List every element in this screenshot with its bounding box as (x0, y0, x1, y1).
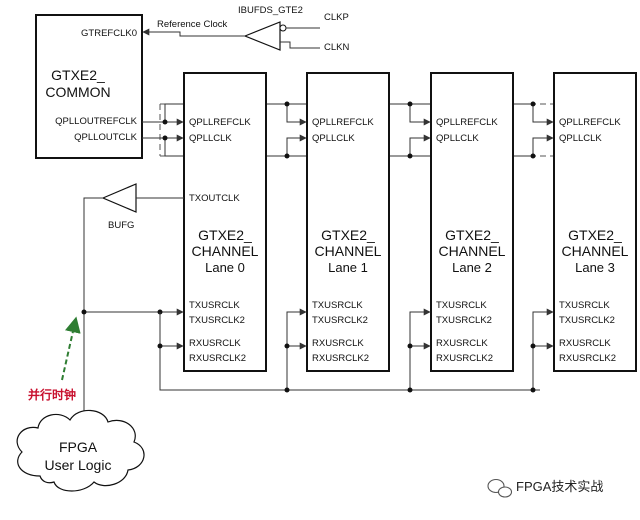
ch1-rxusrclk: RXUSRCLK (312, 338, 364, 349)
watermark-text: FPGA技术实战 (516, 479, 603, 494)
ch0-txusrclk2: TXUSRCLK2 (189, 315, 245, 326)
ch2-qpllrefclk: QPLLREFCLK (436, 117, 498, 128)
ch1-qpllrefclk: QPLLREFCLK (312, 117, 374, 128)
ch0-txoutclk: TXOUTCLK (189, 193, 240, 204)
ch2-rxusrclk: RXUSRCLK (436, 338, 488, 349)
wechat-icon (487, 478, 513, 498)
ch2-qpllclk: QPLLCLK (436, 133, 479, 144)
ibufds-buffer: IBUFDS_GTE2 CLKP CLKN Reference Clock (142, 5, 349, 53)
ch0-qpllrefclk: QPLLREFCLK (189, 117, 251, 128)
ch1-txusrclk2: TXUSRCLK2 (312, 315, 368, 326)
bufg-buffer: BUFG (83, 183, 184, 428)
common-box (35, 14, 143, 159)
ch3-title-line2: CHANNEL (562, 243, 629, 259)
ibufds-triangle-icon (243, 21, 281, 51)
ch2-title-line2: CHANNEL (439, 243, 506, 259)
gtxe2-common-block: GTREFCLK0 GTXE2_ COMMON QPLLOUTREFCLK QP… (35, 14, 143, 159)
ch0-rxusrclk: RXUSRCLK (189, 338, 241, 349)
ch2-title-line1: GTXE2_ (445, 227, 499, 243)
ch1-rxusrclk2: RXUSRCLK2 (312, 353, 369, 364)
bufg-label: BUFG (108, 220, 134, 231)
cloud-shape (16, 409, 145, 492)
parallel-clock-label: 并行时钟 (28, 387, 76, 402)
ch0-title-line1: GTXE2_ (198, 227, 252, 243)
channel-box-0 (183, 72, 267, 372)
bufg-triangle-icon (101, 183, 137, 213)
common-title-line2: COMMON (45, 84, 110, 100)
usrclk-distribution (81, 308, 554, 393)
reference-clock-wire (142, 28, 245, 37)
fpga-user-logic-cloud: FPGA User Logic (16, 409, 145, 492)
ch3-txusrclk2: TXUSRCLK2 (559, 315, 615, 326)
qpll-distribution (142, 101, 623, 159)
ch3-qpllrefclk: QPLLREFCLK (559, 117, 621, 128)
ch3-title-line1: GTXE2_ (568, 227, 622, 243)
channel-lane-2: QPLLREFCLK QPLLCLK GTXE2_ CHANNEL Lane 2… (430, 72, 514, 372)
clkn-label: CLKN (324, 42, 349, 53)
ch1-title-line1: GTXE2_ (321, 227, 375, 243)
ch0-txusrclk: TXUSRCLK (189, 300, 240, 311)
reference-clock-label: Reference Clock (157, 19, 227, 30)
ch0-lane: Lane 0 (205, 260, 245, 275)
ch1-txusrclk: TXUSRCLK (312, 300, 363, 311)
ch3-rxusrclk2: RXUSRCLK2 (559, 353, 616, 364)
ibufds-label: IBUFDS_GTE2 (238, 5, 303, 16)
bufg-output-wire (83, 197, 103, 428)
ch0-qpllclk: QPLLCLK (189, 133, 232, 144)
ch0-rxusrclk2: RXUSRCLK2 (189, 353, 246, 364)
ch2-rxusrclk2: RXUSRCLK2 (436, 353, 493, 364)
port-gtrefclk0: GTREFCLK0 (81, 28, 137, 39)
ch1-lane: Lane 1 (328, 260, 368, 275)
channel-lane-1: QPLLREFCLK QPLLCLK GTXE2_ CHANNEL Lane 1… (306, 72, 390, 372)
port-qplloutrefclk: QPLLOUTREFCLK (55, 116, 137, 127)
common-title-line1: GTXE2_ (51, 67, 105, 83)
green-arrow-icon (61, 316, 81, 381)
channel-box-1 (306, 72, 390, 372)
ch3-lane: Lane 3 (575, 260, 615, 275)
ibufds-inversion-bubble (279, 24, 287, 32)
ch1-qpllclk: QPLLCLK (312, 133, 355, 144)
fpga-label: FPGA (59, 439, 98, 455)
channel-box-2 (430, 72, 514, 372)
watermark: FPGA技术实战 (487, 478, 603, 498)
ch3-txusrclk: TXUSRCLK (559, 300, 610, 311)
ch2-lane: Lane 2 (452, 260, 492, 275)
clkp-label: CLKP (324, 12, 349, 23)
ch3-rxusrclk: RXUSRCLK (559, 338, 611, 349)
channel-lane-0: QPLLREFCLK QPLLCLK TXOUTCLK GTXE2_ CHANN… (183, 72, 267, 372)
user-logic-label: User Logic (45, 457, 112, 473)
ch3-qpllclk: QPLLCLK (559, 133, 602, 144)
ch0-title-line2: CHANNEL (192, 243, 259, 259)
ch1-title-line2: CHANNEL (315, 243, 382, 259)
channel-lane-3: QPLLREFCLK QPLLCLK GTXE2_ CHANNEL Lane 3… (553, 72, 637, 372)
port-qplloutclk: QPLLOUTCLK (74, 132, 137, 143)
ch2-txusrclk: TXUSRCLK (436, 300, 487, 311)
parallel-clock-annotation: 并行时钟 (28, 316, 81, 402)
channel-box-3 (553, 72, 637, 372)
ch2-txusrclk2: TXUSRCLK2 (436, 315, 492, 326)
